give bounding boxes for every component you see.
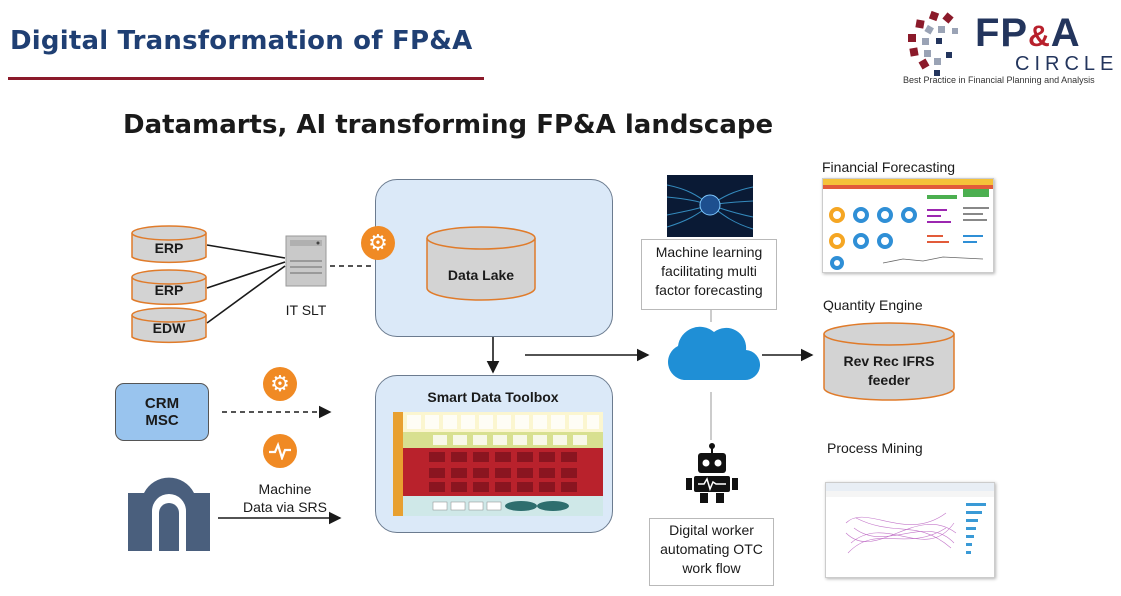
crm-label: CRM [144, 395, 180, 412]
msc-label: MSC [145, 412, 179, 429]
crm-msc-box: CRM MSC [115, 383, 209, 441]
cloud-icon [668, 326, 760, 381]
fpa-circle-logo: FP&A CIRCLE Best Practice in Financial P… [895, 5, 1120, 89]
edw-label: EDW [153, 320, 186, 336]
gear-icon: ⚙ [361, 226, 395, 260]
machine-data-line1: Machine [258, 481, 312, 497]
machine-icon [128, 477, 210, 551]
ml-line1: Machine learning [655, 244, 763, 260]
dw-line3: work flow [682, 560, 741, 576]
logo-mark-icon [908, 10, 958, 76]
logo-tagline: Best Practice in Financial Planning and … [903, 75, 1095, 85]
smart-data-toolbox-title: Smart Data Toolbox [427, 389, 559, 405]
gear-icon: ⚙ [263, 367, 297, 401]
server-icon [285, 235, 327, 287]
process-mining-screenshot [825, 482, 995, 578]
machine-learning-box: Machine learning facilitating multi fact… [641, 239, 777, 310]
financial-forecasting-dashboard [822, 178, 994, 273]
ml-line3: factor forecasting [655, 282, 763, 298]
logo-amp-text: & [1028, 20, 1051, 53]
logo-fp-text: FP [975, 11, 1029, 55]
robot-icon [686, 443, 738, 503]
dw-line2: automating OTC [660, 541, 763, 557]
dw-line1: Digital worker [669, 522, 754, 538]
logo-circle-text: CIRCLE [1015, 53, 1119, 75]
source-databases: ERP ERP EDW [131, 225, 207, 344]
pulse-icon [263, 434, 297, 468]
machine-data-label: Machine Data via SRS [228, 480, 342, 516]
rev-rec-line2: feeder [868, 372, 911, 388]
erp-1-label: ERP [155, 240, 184, 256]
erp-2-label: ERP [155, 282, 184, 298]
diagram-subtitle: Datamarts, AI transforming FP&A landscap… [123, 110, 774, 140]
machine-data-line2: Data via SRS [242, 499, 328, 515]
rev-rec-cylinder: Rev Rec IFRS feeder [823, 322, 955, 401]
logo-a-text: A [1050, 11, 1081, 55]
toolbox-grid-thumbnail [393, 412, 603, 516]
data-lake-cylinder: Data Lake [426, 226, 536, 301]
quantity-engine-label: Quantity Engine [823, 297, 923, 313]
rev-rec-line1: Rev Rec IFRS [843, 353, 934, 369]
data-lake-label: Data Lake [448, 267, 514, 283]
title-underline [8, 77, 484, 80]
financial-forecasting-label: Financial Forecasting [822, 159, 956, 175]
digital-worker-box: Digital worker automating OTC work flow [649, 518, 774, 586]
page-title: Digital Transformation of FP&A [10, 26, 473, 56]
process-mining-label: Process Mining [827, 440, 923, 456]
neural-network-image [667, 175, 753, 237]
server-label: IT SLT [285, 302, 327, 318]
ml-line2: facilitating multi [661, 263, 757, 279]
